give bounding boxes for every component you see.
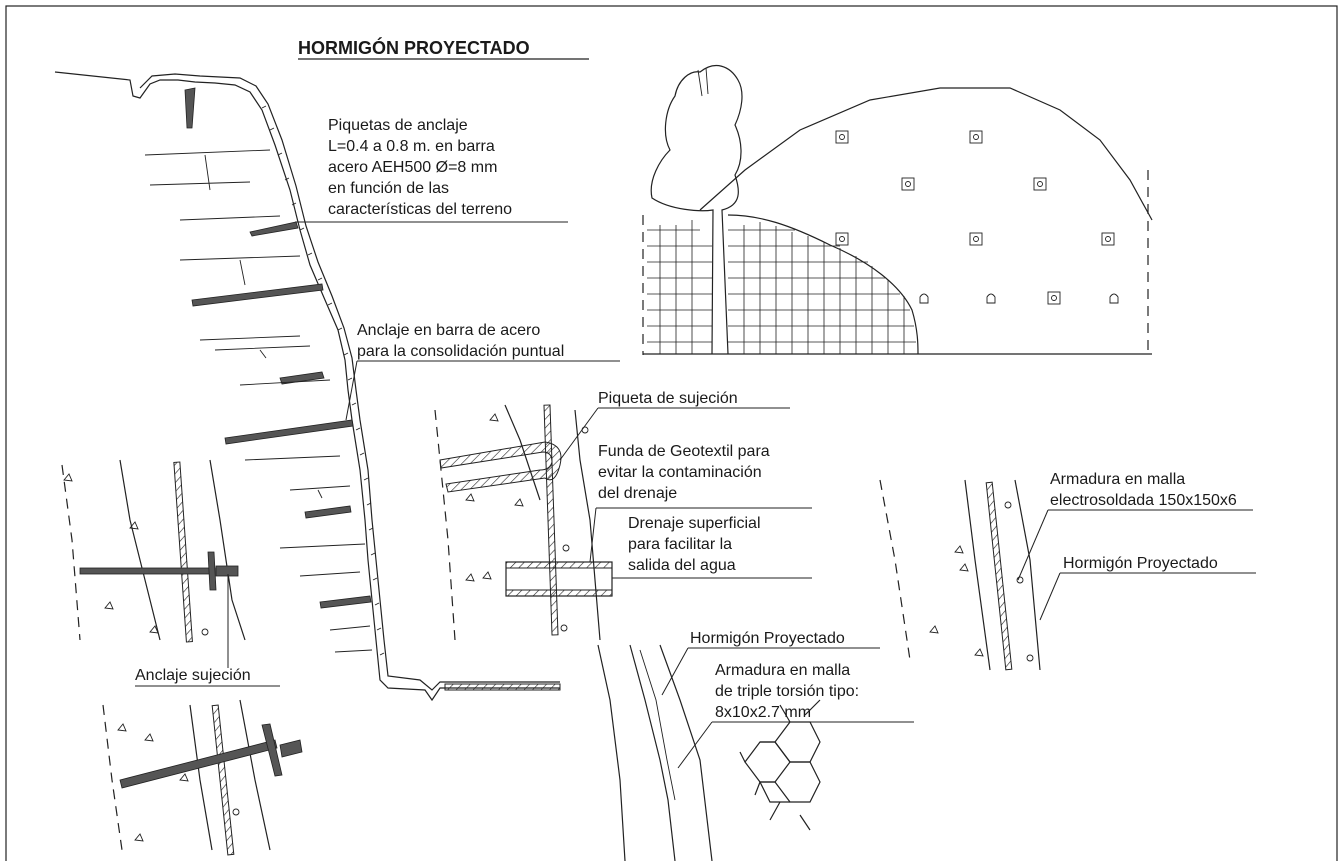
label-armadura-triple: Armadura en malla de triple torsión tipo…: [677, 662, 914, 769]
svg-text:electrosoldada 150x150x6: electrosoldada 150x150x6: [1050, 492, 1237, 509]
label-piquetas: Piquetas de anclaje L=0.4 a 0.8 m. en ba…: [295, 117, 568, 223]
slope-profile: [54, 71, 561, 702]
svg-text:Hormigón Proyectado: Hormigón Proyectado: [690, 630, 845, 647]
label-anclaje-sujecion: Anclaje sujeción: [135, 667, 280, 687]
label-funda-geotextil: Funda de Geotextil para evitar la contam…: [598, 443, 770, 502]
svg-text:Anclaje en barra de acero: Anclaje en barra de acero: [357, 322, 540, 339]
triple-torsion-detail: [597, 644, 821, 861]
ground-strata: [144, 149, 373, 653]
svg-text:Drenaje superficial: Drenaje superficial: [628, 515, 761, 532]
anchor-detail-bottom: [102, 699, 303, 856]
label-piqueta-sujecion: Piqueta de sujeción: [559, 390, 790, 461]
svg-text:8x10x2.7 mm: 8x10x2.7 mm: [715, 704, 811, 721]
svg-text:Funda de Geotextil para: Funda de Geotextil para: [598, 443, 770, 460]
anchor-detail-top: [61, 459, 246, 668]
label-anclaje-barra: Anclaje en barra de acero para la consol…: [345, 322, 620, 421]
svg-text:en función de las: en función de las: [328, 180, 449, 197]
facade-elevation: [642, 64, 1153, 355]
svg-text:L=0.4 a 0.8 m. en barra: L=0.4 a 0.8 m. en barra: [328, 138, 495, 155]
svg-text:características del terreno: características del terreno: [328, 201, 512, 218]
svg-text:Anclaje sujeción: Anclaje sujeción: [135, 667, 251, 684]
svg-text:del drenaje: del drenaje: [598, 485, 677, 502]
svg-text:Hormigón Proyectado: Hormigón Proyectado: [1063, 555, 1218, 572]
label-drenaje: Drenaje superficial para facilitar la sa…: [589, 507, 812, 579]
label-armadura-electrosoldada: Armadura en malla electrosoldada 150x150…: [1017, 471, 1253, 581]
svg-text:Piquetas de anclaje: Piquetas de anclaje: [328, 117, 468, 134]
drain-detail: [434, 404, 613, 641]
electro-mesh-detail: [879, 479, 1041, 671]
svg-text:Piqueta de sujeción: Piqueta de sujeción: [598, 390, 738, 407]
svg-text:salida del agua: salida del agua: [628, 557, 736, 574]
label-hormigon-bottom: Hormigón Proyectado: [661, 630, 880, 696]
svg-text:evitar la contaminación: evitar la contaminación: [598, 464, 762, 481]
svg-text:para la consolidación puntual: para la consolidación puntual: [357, 343, 564, 360]
concrete-layer-end: [444, 683, 561, 691]
svg-text:acero AEH500 Ø=8 mm: acero AEH500 Ø=8 mm: [328, 159, 497, 176]
svg-text:Armadura en malla: Armadura en malla: [1050, 471, 1185, 488]
svg-text:de triple torsión tipo:: de triple torsión tipo:: [715, 683, 859, 700]
label-hormigon-right: Hormigón Proyectado: [1039, 555, 1256, 621]
svg-text:para facilitar la: para facilitar la: [628, 536, 732, 553]
drawing-title: HORMIGÓN PROYECTADO: [298, 37, 530, 58]
drawing-frame: [5, 5, 1338, 861]
svg-text:Armadura en malla: Armadura en malla: [715, 662, 850, 679]
